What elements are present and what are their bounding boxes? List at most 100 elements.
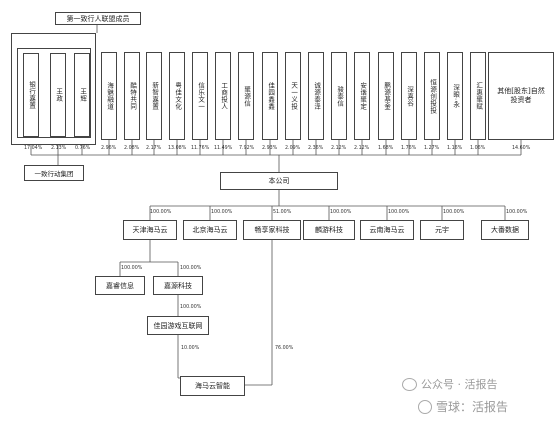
second-level-box: 嘉睿信息 (95, 276, 145, 295)
shareholder-box: 鹏源基金 (378, 52, 394, 140)
xueqiu-watermark: 雪球：活报告 (418, 398, 508, 415)
shareholder-box: 酷特共同 (124, 52, 140, 140)
bottom-entity-box: 海马云智能 (180, 376, 245, 396)
shareholder-pct: 1.06% (470, 146, 486, 151)
shareholder-name: 工商投人 (219, 82, 228, 110)
subsidiary-pct: 100.00% (443, 210, 465, 215)
shareholder-pct: 0.76% (75, 146, 91, 151)
group-title-box: 第一致行人联盟成员 (55, 12, 141, 25)
subsidiary-name: 麟游科技 (315, 226, 343, 234)
subsidiary-box: 麟游科技 (303, 220, 355, 240)
shareholder-box-other: 其他[股东]自然投资者 (488, 52, 554, 140)
shareholder-pct: 2.17% (146, 146, 162, 151)
bottom-entity-pct-right: 76.00% (275, 346, 294, 351)
shareholder-name: 酷特共同 (128, 82, 137, 110)
second-level-name: 嘉睿信息 (106, 281, 134, 290)
shareholder-pct: 1.16% (447, 146, 463, 151)
shareholder-box: 新智嘉置 (146, 52, 162, 140)
xueqiu-watermark-text: 雪球：活报告 (436, 400, 509, 414)
shareholder-pct: 2.36% (308, 146, 324, 151)
shareholder-name: 银行嘉置 (27, 81, 36, 109)
subsidiary-box: 天津海马云 (123, 220, 177, 240)
concert-group-box: 一致行动集团 (24, 165, 84, 181)
shareholder-box: 诚源泰泽 (308, 52, 324, 140)
shareholder-box: 汇惠聚赋 (470, 52, 486, 140)
wechat-watermark-text: 公众号 · 活报告 (421, 378, 498, 391)
shareholder-name: 深眼·永 (451, 84, 460, 108)
subsidiary-pct: 51.00% (273, 210, 292, 215)
third-level-name: 佳园游戏互联网 (153, 321, 203, 330)
shareholder-pct: 14.60% (512, 146, 531, 151)
subsidiary-name: 云南海马云 (369, 226, 405, 234)
shareholder-box: 信乐文一 (192, 52, 208, 140)
shareholder-box: 安谐聚定 (354, 52, 370, 140)
shareholder-name: 王辉 (78, 88, 87, 102)
company-label: 本公司 (268, 177, 290, 185)
shareholder-box: 王辉 (74, 53, 90, 137)
shareholder-name: 安谐聚定 (358, 82, 367, 110)
subsidiary-name: 北京海马云 (192, 226, 228, 234)
shareholder-pct: 2.93% (262, 146, 278, 151)
shareholder-name: 恒源创投投 (428, 78, 437, 114)
subsidiary-name: 大番数据 (491, 226, 519, 234)
subsidiary-box: 畅享家科技 (243, 220, 301, 240)
shareholder-box: 恒源创投投 (424, 52, 440, 140)
subsidiary-pct: 100.00% (330, 210, 352, 215)
subsidiary-name: 天津海马云 (132, 226, 168, 234)
shareholder-name: 天一义投 (289, 82, 298, 110)
subsidiary-name: 元宇 (435, 226, 449, 234)
subsidiary-pct: 100.00% (150, 210, 172, 215)
second-level-pct: 100.00% (121, 266, 143, 271)
shareholder-name: 汇惠聚赋 (474, 82, 483, 110)
third-level-pct: 100.00% (180, 305, 202, 310)
subsidiary-pct: 100.00% (506, 210, 528, 215)
shareholder-pct: 1.27% (424, 146, 440, 151)
shareholder-name: 骏泰信 (335, 85, 344, 107)
shareholder-name: 海魅融道 (105, 82, 114, 110)
subsidiary-pct: 100.00% (211, 210, 233, 215)
shareholder-box: 粤佳文化 (169, 52, 185, 140)
shareholder-name: 鹏源基金 (382, 82, 391, 110)
shareholder-box: 王政 (50, 53, 66, 137)
shareholder-pct: 11.49% (214, 146, 233, 151)
shareholder-name: 其他[股东]自然投资者 (497, 86, 545, 104)
company-box: 本公司 (220, 172, 338, 190)
shareholder-box: 聚源信 (238, 52, 254, 140)
shareholder-pct: 7.92% (239, 146, 255, 151)
subsidiary-pct: 100.00% (388, 210, 410, 215)
shareholder-name: 新智嘉置 (150, 82, 159, 110)
shareholder-box: 佳园鑫鑫 (262, 52, 278, 140)
subsidiary-box: 大番数据 (481, 220, 529, 240)
shareholder-box: 骏泰信 (331, 52, 347, 140)
second-level-box: 嘉源科技 (153, 276, 203, 295)
shareholder-box: 银行嘉置 (23, 53, 39, 137)
second-level-name: 嘉源科技 (164, 281, 192, 290)
shareholder-name: 粤佳文化 (173, 82, 182, 110)
snowball-icon (418, 399, 432, 414)
shareholder-box: 海魅融道 (101, 52, 117, 140)
shareholder-name: 佳园鑫鑫 (266, 82, 275, 110)
shareholder-box: 深眼·永 (447, 52, 463, 140)
bottom-entity-name: 海马云智能 (195, 382, 230, 390)
shareholder-pct: 1.68% (378, 146, 394, 151)
shareholder-pct: 2.12% (331, 146, 347, 151)
shareholder-name: 聚源信 (242, 85, 251, 107)
subsidiary-box: 北京海马云 (183, 220, 237, 240)
concert-group-label: 一致行动集团 (34, 170, 74, 178)
shareholder-name: 诚源泰泽 (312, 82, 321, 110)
second-level-pct: 100.00% (180, 266, 202, 271)
shareholder-name: 王政 (54, 88, 63, 102)
shareholder-pct: 13.08% (168, 146, 187, 151)
shareholder-box: 工商投人 (215, 52, 231, 140)
shareholder-pct: 2.13% (51, 146, 67, 151)
third-level-box: 佳园游戏互联网 (147, 316, 209, 335)
shareholder-name: 信乐文一 (196, 82, 205, 110)
shareholder-pct: 2.09% (285, 146, 301, 151)
wechat-watermark: 公众号 · 活报告 (402, 376, 498, 392)
shareholder-pct: 11.76% (191, 146, 210, 151)
subsidiary-box: 云南海马云 (360, 220, 414, 240)
shareholder-pct: 2.96% (101, 146, 117, 151)
subsidiary-name: 畅享家科技 (254, 226, 290, 234)
group-bracket (11, 33, 96, 145)
